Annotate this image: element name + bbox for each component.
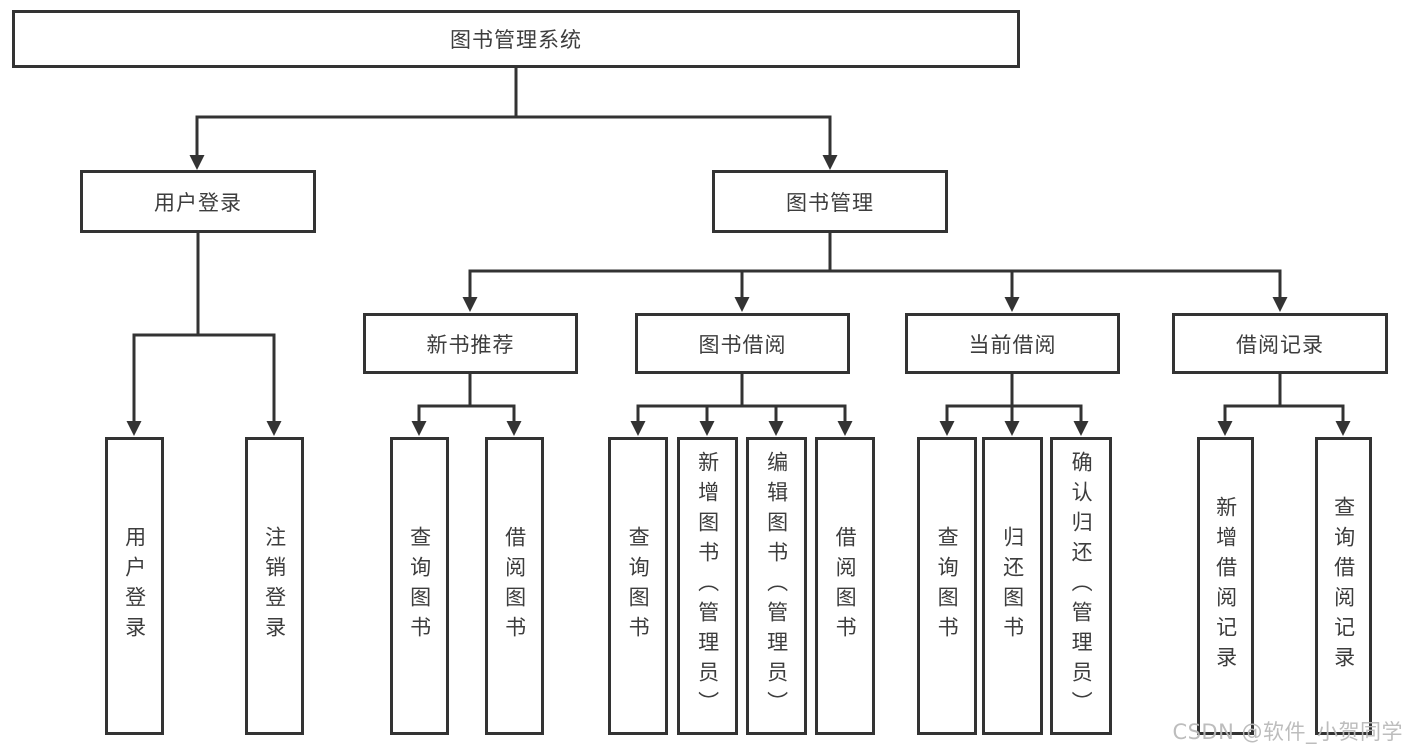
leaf-add-book-admin: 新增图书（管理员） <box>677 437 738 735</box>
node-book-borrow-label: 图书借阅 <box>698 332 787 357</box>
leaf-add-book-admin-label: 新增图书（管理员） <box>695 451 720 721</box>
node-borrow-record: 借阅记录 <box>1172 313 1388 374</box>
connector-book-borrow-branch <box>636 372 847 425</box>
leaf-add-borrow-record-label: 新增借阅记录 <box>1213 496 1238 676</box>
arrowheads-root-branch <box>189 155 838 170</box>
connector-borrow-record-branch <box>1223 372 1345 425</box>
leaf-borrow-query-book-label: 查询图书 <box>626 526 651 646</box>
leaf-return-book-label: 归还图书 <box>1000 526 1025 646</box>
connector-current-borrow-branch <box>945 372 1083 425</box>
leaf-recommend-borrow-book-label: 借阅图书 <box>502 526 527 646</box>
node-root-label: 图书管理系统 <box>450 28 582 52</box>
leaf-confirm-return-admin: 确认归还（管理员） <box>1050 437 1112 735</box>
leaf-user-login: 用户登录 <box>105 437 164 735</box>
node-current-borrow: 当前借阅 <box>905 313 1120 374</box>
leaf-query-borrow-record-label: 查询借阅记录 <box>1331 496 1356 676</box>
arrowheads-book-borrow-branch <box>630 421 853 436</box>
arrowheads-new-book-rec-branch <box>411 421 522 436</box>
leaf-query-borrow-record: 查询借阅记录 <box>1315 437 1372 735</box>
leaf-user-login-label: 用户登录 <box>122 526 147 646</box>
node-new-book-recommend: 新书推荐 <box>363 313 578 374</box>
arrowheads-borrow-record-branch <box>1217 421 1351 436</box>
leaf-logout-label: 注销登录 <box>262 526 287 646</box>
leaf-borrow-query-book: 查询图书 <box>608 437 668 735</box>
arrowheads-book-mgmt-branch <box>462 297 1288 312</box>
node-new-book-recommend-label: 新书推荐 <box>426 332 515 357</box>
node-book-mgmt-label: 图书管理 <box>786 190 874 215</box>
arrowheads-user-login-branch <box>126 421 282 436</box>
leaf-confirm-return-admin-label: 确认归还（管理员） <box>1069 451 1094 721</box>
node-user-login-label: 用户登录 <box>154 190 242 215</box>
leaf-return-book: 归还图书 <box>982 437 1043 735</box>
node-borrow-record-label: 借阅记录 <box>1236 332 1324 357</box>
connector-user-login-branch <box>132 231 276 425</box>
leaf-current-query-book: 查询图书 <box>917 437 977 735</box>
node-book-borrow: 图书借阅 <box>635 313 850 374</box>
leaf-borrow-book-label: 借阅图书 <box>833 526 858 646</box>
leaf-edit-book-admin: 编辑图书（管理员） <box>746 437 807 735</box>
leaf-current-query-book-label: 查询图书 <box>935 526 960 646</box>
connector-book-mgmt-branch <box>468 231 1282 301</box>
node-user-login: 用户登录 <box>80 170 316 233</box>
connector-new-book-rec-branch <box>417 372 516 425</box>
node-root: 图书管理系统 <box>12 10 1020 68</box>
node-book-mgmt: 图书管理 <box>712 170 948 233</box>
leaf-edit-book-admin-label: 编辑图书（管理员） <box>764 451 789 721</box>
arrowheads-current-borrow-branch <box>939 421 1089 436</box>
leaf-recommend-query-book-label: 查询图书 <box>407 526 432 646</box>
node-current-borrow-label: 当前借阅 <box>968 332 1057 357</box>
connector-root-branch <box>195 66 832 159</box>
leaf-recommend-borrow-book: 借阅图书 <box>485 437 544 735</box>
leaf-recommend-query-book: 查询图书 <box>390 437 449 735</box>
leaf-add-borrow-record: 新增借阅记录 <box>1197 437 1254 735</box>
csdn-watermark: CSDN @软件_小贺同学 <box>1172 720 1403 744</box>
leaf-borrow-book: 借阅图书 <box>815 437 875 735</box>
leaf-logout: 注销登录 <box>245 437 304 735</box>
